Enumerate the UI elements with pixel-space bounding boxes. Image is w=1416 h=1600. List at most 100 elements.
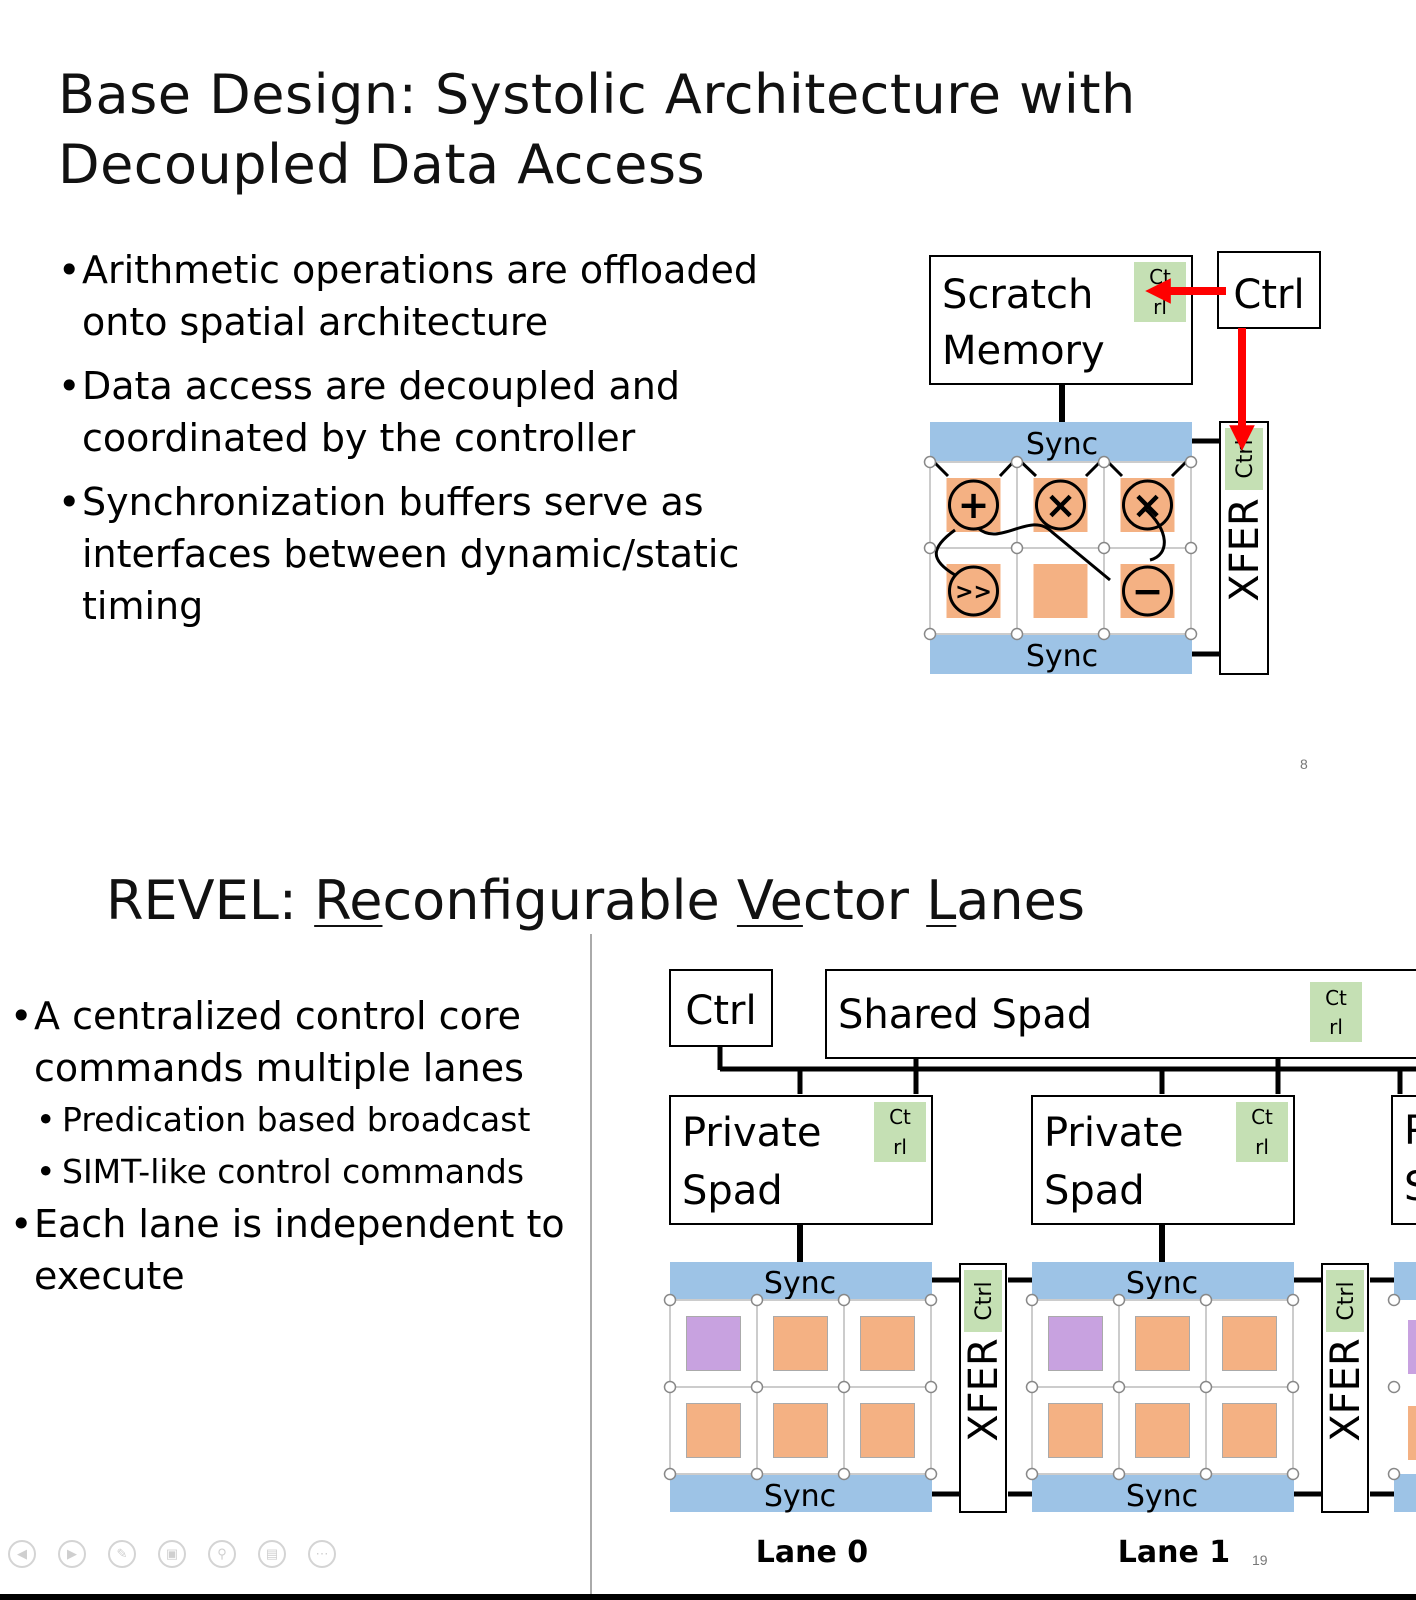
processing-element [1222, 1316, 1277, 1371]
divider-line [590, 934, 592, 1600]
sync-buffer-bottom [1032, 1474, 1294, 1512]
switch-node [924, 1380, 938, 1394]
slide-title: Base Design: Systolic Architecture with … [58, 60, 1136, 200]
processing-element-partial [1408, 1320, 1416, 1374]
ctrl-tag [874, 1102, 926, 1162]
ctrl-tag-line-1: Ct [1251, 1105, 1273, 1129]
bullet-item: Arithmetic operations are offloaded onto… [58, 244, 798, 348]
sync-label-top: Sync [1026, 427, 1098, 462]
sub-bullet-item: SIMT-like control commands [10, 1146, 590, 1198]
bullet-line: execute [34, 1254, 185, 1298]
switch-node [750, 1467, 764, 1481]
ctrl-tag [1236, 1102, 1288, 1162]
sync-label-top: Sync [1126, 1266, 1198, 1301]
switch-node [1112, 1293, 1126, 1307]
slideshow-toolbar: ◀ ▶ ✎ ▣ ⚲ ▤ ⋯ [8, 1540, 336, 1568]
switch-node [1199, 1293, 1213, 1307]
slides-icon[interactable]: ▣ [158, 1540, 186, 1568]
bullet-line: commands multiple lanes [34, 1046, 524, 1090]
title-line-1: Base Design: Systolic Architecture with [58, 63, 1136, 126]
ctrl-label: Ctrl [1233, 272, 1304, 318]
bullet-line: SIMT-like control commands [62, 1152, 525, 1191]
ctrl-core-label: Ctrl [685, 988, 756, 1034]
title-rest-3: anes [956, 869, 1085, 932]
private-spad-line-2: Spad [1044, 1168, 1145, 1214]
xfer-ctrl-tag-label: Ctrl [1233, 439, 1258, 478]
routing-wire [934, 528, 956, 577]
sync-buffer-top [1032, 1262, 1294, 1300]
processing-element [1048, 1403, 1103, 1458]
xfer-label: XFER [961, 1338, 1007, 1441]
ctrl-tag-line-2: rl [1255, 1135, 1269, 1159]
lane-label: Lane 0 [756, 1535, 868, 1570]
bullet-line: Synchronization buffers serve as [82, 480, 704, 524]
private-spad-line-1: Private [682, 1110, 821, 1156]
sync-label-bottom: Sync [1126, 1479, 1198, 1514]
bullet-item: Each lane is independent to execute [10, 1198, 590, 1302]
operator-label: >> [955, 580, 992, 605]
operator-circle [948, 565, 999, 617]
switch-node [1112, 1467, 1126, 1481]
switch-node [924, 1467, 938, 1481]
private-spad-box-partial [1391, 1095, 1416, 1225]
switch-node [1184, 541, 1198, 555]
back-icon[interactable]: ◀ [8, 1540, 36, 1568]
private-spad-partial-line-1: P [1404, 1108, 1416, 1154]
private-spad-partial-line-2: S [1404, 1164, 1416, 1210]
switch-node [663, 1467, 677, 1481]
ctrl-tag-line-2: rl [1153, 295, 1167, 319]
sync-label-bottom: Sync [1026, 639, 1098, 674]
subtitle-icon[interactable]: ▤ [258, 1540, 286, 1568]
switch-node [923, 455, 937, 469]
processing-element [1135, 1316, 1190, 1371]
systolic-diagram: Scratch Memory Ct rl Ctrl Sync Sync +××>… [923, 251, 1321, 675]
play-icon[interactable]: ▶ [58, 1540, 86, 1568]
page-number: 19 [1252, 1552, 1268, 1568]
slide-8: Base Design: Systolic Architecture with … [0, 0, 1416, 800]
xfer-ctrl-tag [964, 1270, 1002, 1332]
switch-node [923, 541, 937, 555]
switch-node [1286, 1467, 1300, 1481]
bullet-line: interfaces between dynamic/static [82, 532, 740, 576]
operator-circle [1035, 479, 1086, 531]
lane-label: Lane 1 [1118, 1535, 1230, 1570]
switch-node [1387, 1380, 1401, 1394]
operator-circle [948, 479, 999, 531]
switch-node [1184, 455, 1198, 469]
bullet-line: Predication based broadcast [62, 1100, 531, 1139]
processing-element [686, 1316, 741, 1371]
operator-label: × [1132, 483, 1164, 527]
switch-node [1387, 1467, 1401, 1481]
more-icon[interactable]: ⋯ [308, 1540, 336, 1568]
switch-node [837, 1380, 851, 1394]
switch-node [750, 1380, 764, 1394]
title-underlined-ve: Ve [736, 869, 803, 932]
ctrl-tag-line-1: Ct [889, 1105, 911, 1129]
ctrl-tag-line-2: rl [893, 1135, 907, 1159]
slide-19: REVEL: Reconfigurable Vector Lanes A cen… [0, 800, 1416, 1600]
bullet-line: timing [82, 584, 204, 628]
ctrl-core-box [669, 969, 773, 1047]
switch-node [1097, 627, 1111, 641]
bullet-line: A centralized control core [34, 994, 521, 1038]
pen-icon[interactable]: ✎ [108, 1540, 136, 1568]
processing-element [773, 1316, 828, 1371]
sync-buffer-top [670, 1262, 932, 1300]
processing-element [860, 1403, 915, 1458]
bullet-line: Each lane is independent to [34, 1202, 565, 1246]
switch-node [923, 627, 937, 641]
bullet-item: A centralized control core commands mult… [10, 990, 590, 1094]
operator-label: + [958, 483, 990, 527]
processing-element [860, 1316, 915, 1371]
switch-node [1387, 1293, 1401, 1307]
xfer-label: XFER [1323, 1338, 1369, 1441]
slide-title: REVEL: Reconfigurable Vector Lanes [106, 866, 1085, 936]
title-underlined-l: L [926, 869, 957, 932]
sync-buffer-top [930, 422, 1192, 462]
zoom-icon[interactable]: ⚲ [208, 1540, 236, 1568]
ctrl-tag [1310, 982, 1362, 1042]
switch-node [663, 1380, 677, 1394]
operator-label: × [1045, 483, 1077, 527]
processing-element [1135, 1403, 1190, 1458]
